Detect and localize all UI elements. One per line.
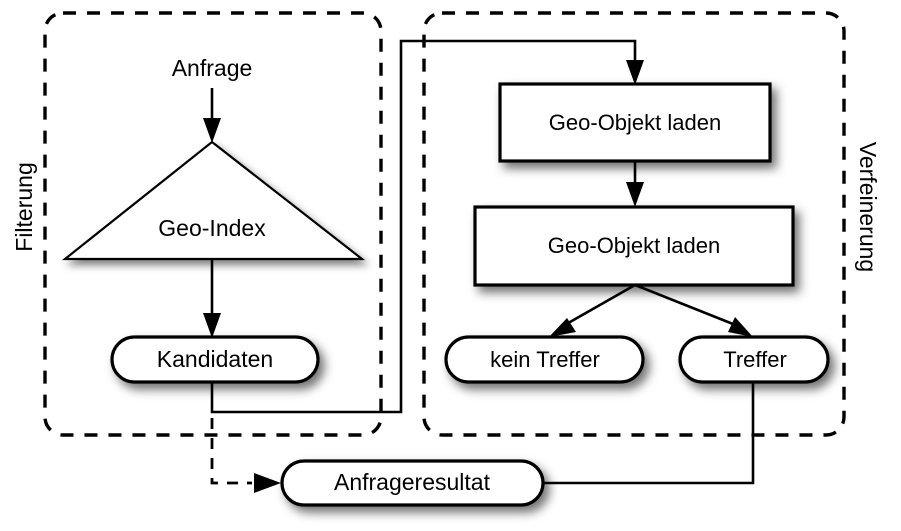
- filterung-dashed-border: [43, 11, 383, 437]
- geo-objekt-laden-1-label: Geo-Objekt laden: [549, 110, 721, 135]
- node-anfrage: Anfrage: [172, 55, 253, 81]
- geo-index-triangle: [61, 140, 366, 261]
- edge-geo-index-to-kandidaten: [203, 260, 221, 338]
- filterung-phase-label: Filterung: [11, 162, 37, 251]
- node-geo-objekt-laden-1: Geo-Objekt laden: [498, 82, 772, 163]
- arrowhead-icon: [626, 182, 644, 207]
- geo-objekt-laden-1-box: [498, 82, 772, 163]
- edge-kandidaten-to-anfrageresultat-dashed: [210, 418, 281, 493]
- kandidaten-stadium: [110, 335, 320, 384]
- arrowhead-icon: [203, 313, 221, 338]
- verfeinerung-phase-label: Verfeinerung: [855, 142, 881, 272]
- treffer-stadium: [678, 335, 830, 384]
- treffer-label: Treffer: [723, 347, 787, 372]
- kein-treffer-stadium: [444, 335, 645, 384]
- edge-geo-objekt-laden-2-to-kein-treffer: [549, 283, 636, 337]
- geo-objekt-laden-2-box: [473, 205, 795, 287]
- phase-group-filterung: Filterung: [11, 11, 383, 437]
- arrowhead-icon: [728, 317, 753, 337]
- edge-kandidaten-to-geo-objekt-laden-1: [210, 39, 644, 414]
- node-treffer: Treffer: [678, 335, 830, 384]
- node-anfrageresultat: Anfrageresultat: [280, 459, 545, 507]
- edge-geo-objekt-laden-1-to-2: [626, 161, 644, 207]
- arrowhead-icon: [626, 60, 644, 85]
- anfrageresultat-stadium: [280, 459, 545, 507]
- geo-index-label: Geo-Index: [158, 215, 266, 241]
- kandidaten-label: Kandidaten: [157, 346, 273, 372]
- arrowhead-icon: [254, 473, 281, 493]
- node-geo-index: Geo-Index: [61, 140, 366, 261]
- edge-anfrage-to-geo-index: [203, 88, 221, 143]
- geo-objekt-laden-2-label: Geo-Objekt laden: [548, 233, 720, 258]
- node-kein-treffer: kein Treffer: [444, 335, 645, 384]
- node-geo-objekt-laden-2: Geo-Objekt laden: [473, 205, 795, 287]
- arrowhead-icon: [549, 318, 576, 337]
- phase-group-verfeinerung: Verfeinerung: [422, 11, 881, 437]
- kein-treffer-label: kein Treffer: [490, 347, 600, 372]
- verfeinerung-dashed-border: [422, 11, 846, 437]
- edge-treffer-to-anfrageresultat: [543, 382, 755, 485]
- edge-geo-objekt-laden-2-to-treffer: [634, 283, 753, 337]
- arrowhead-icon: [203, 118, 221, 143]
- anfrageresultat-label: Anfrageresultat: [334, 469, 491, 495]
- node-kandidaten: Kandidaten: [110, 335, 320, 384]
